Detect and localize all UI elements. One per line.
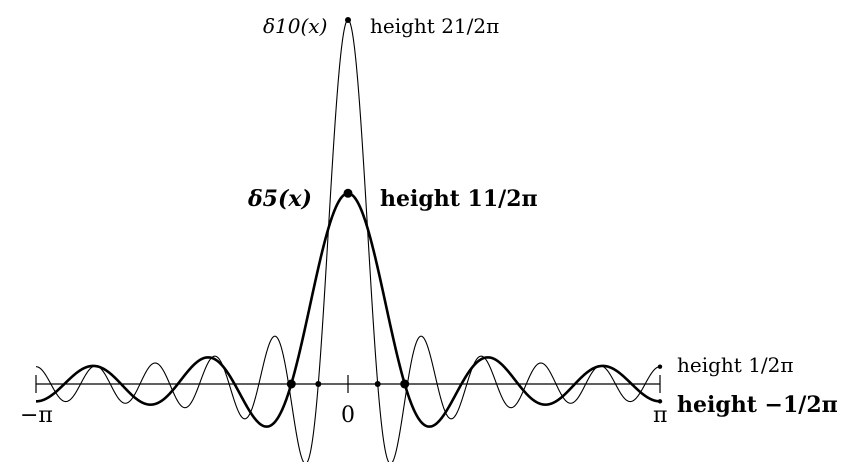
x-axis-ticks — [35, 375, 661, 393]
end-label-positive: height 1/2π — [677, 353, 794, 377]
end-dot-1 — [657, 399, 663, 404]
tick-label-pi: π — [653, 403, 667, 428]
markers — [286, 17, 663, 404]
zero-dot-0 — [286, 379, 296, 389]
zero-dot-2 — [374, 381, 381, 387]
series-label-delta10: δ10(x) — [263, 14, 327, 38]
series-label-delta5: δ5(x) — [247, 186, 312, 212]
series-line-delta10 — [35, 19, 661, 462]
end-label-negative: height −1/2π — [677, 392, 838, 418]
tick-label-zero: 0 — [341, 403, 355, 428]
annotation-height-21: height 21/2π — [370, 14, 499, 38]
end-dot-0 — [657, 364, 663, 369]
annotation-height-11: height 11/2π — [380, 186, 538, 212]
zero-dot-3 — [400, 379, 410, 389]
curves — [35, 19, 661, 462]
tick-label-neg-pi: −π — [20, 403, 53, 428]
peak-dot-1 — [343, 188, 353, 198]
peak-dot-0 — [345, 17, 351, 23]
zero-dot-1 — [315, 381, 322, 387]
